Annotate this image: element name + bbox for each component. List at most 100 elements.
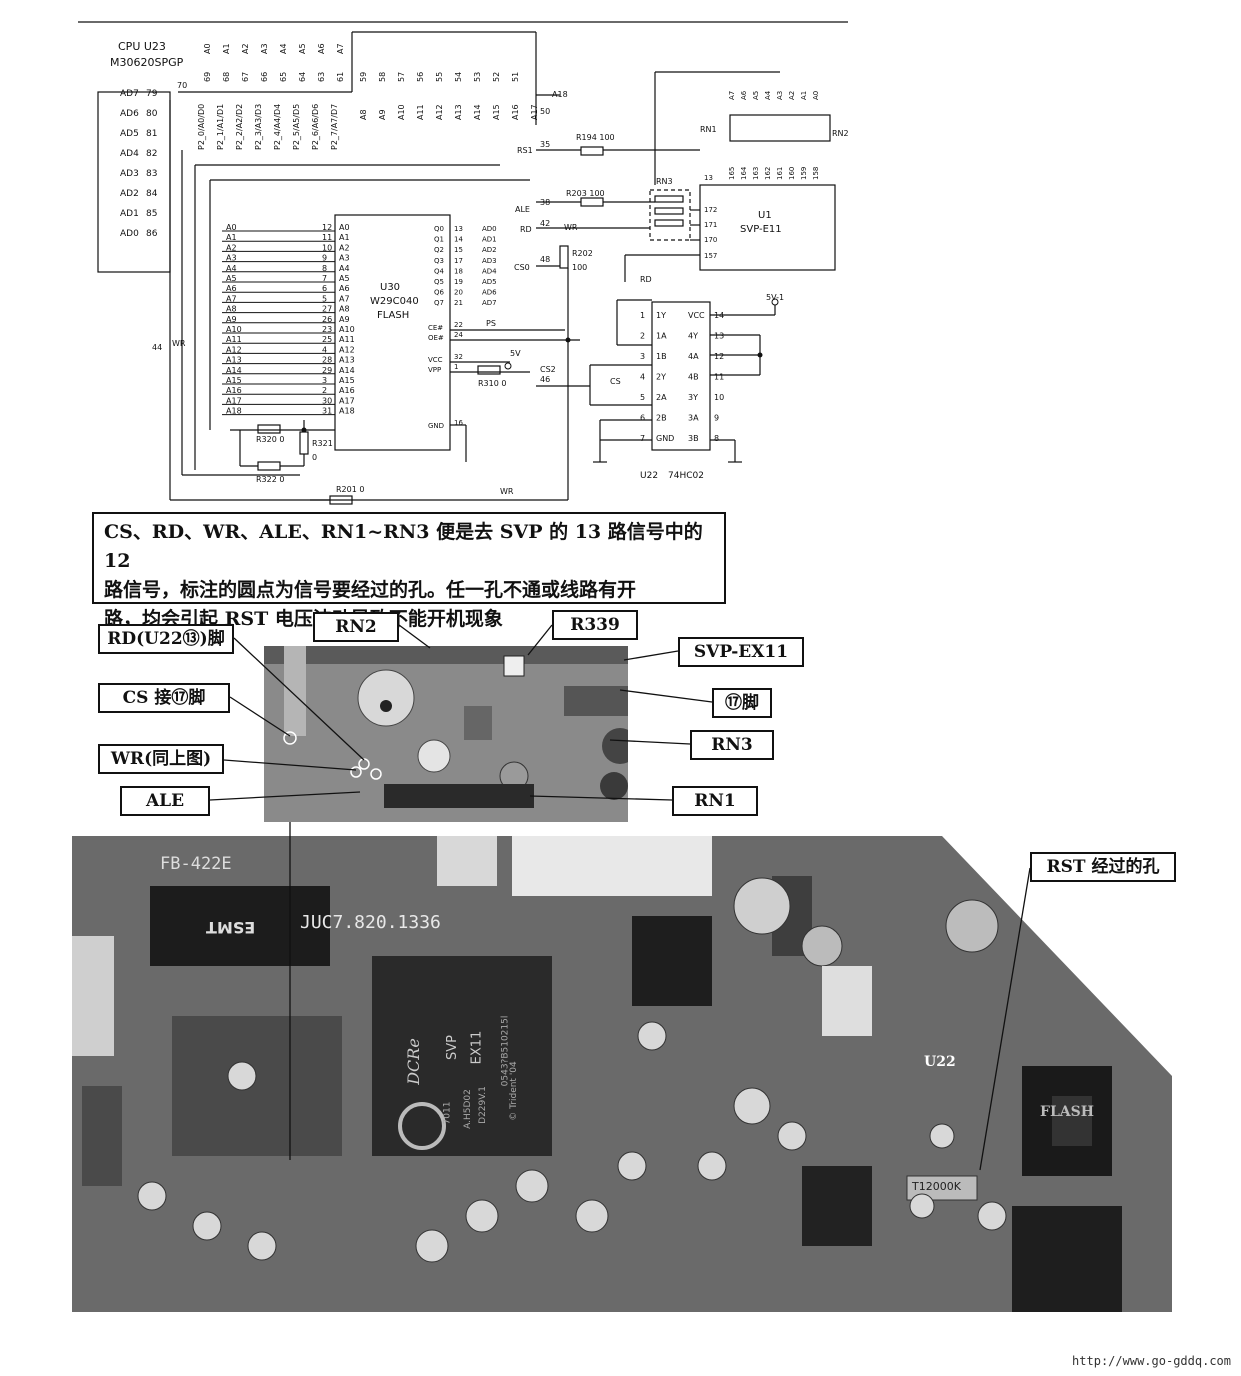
- u22-right-pin: 10: [714, 393, 724, 402]
- main-board-photo: FB-422E JUC7.820.1336 ESMT DCRe SVP EX11…: [72, 836, 1180, 1312]
- wr-net-bottom: WR: [500, 487, 514, 496]
- u1-top-pin: 159: [800, 167, 808, 180]
- u30-pin-number: 7: [322, 274, 327, 283]
- u22-right-name: 4A: [688, 352, 699, 361]
- cpu-port2-name: P2_7/A7/D7: [330, 104, 339, 150]
- svp-chip-code-1: 7011: [442, 1101, 453, 1125]
- u30-bus-addr: A11: [226, 335, 242, 344]
- ale-pin: 38: [540, 198, 550, 207]
- wr-pin: 44: [152, 343, 162, 352]
- flash-photo-label: FLASH: [1040, 1104, 1094, 1120]
- u22-right-pin: 14: [714, 311, 724, 320]
- u30-ctrl-name: OE#: [428, 334, 444, 342]
- u22-left-pin: 2: [640, 332, 645, 341]
- u30-ctrl-name: VCC: [428, 356, 443, 364]
- u30-q-name: Q7: [434, 299, 444, 307]
- cs0-pin: 48: [540, 255, 550, 264]
- cpu-port2-first-pin: 70: [177, 81, 187, 90]
- cpu-ad-label: AD2: [120, 189, 139, 199]
- cpu-port2-name: P2_4/A4/D4: [273, 104, 282, 150]
- u30-bus-addr: A1: [226, 233, 237, 242]
- note-line-2: 路信号，标注的圆点为信号要经过的孔。任一孔不通或线路有开: [104, 579, 637, 601]
- u1-top-pin: 162: [764, 167, 772, 180]
- u30-bus-addr: A8: [226, 305, 237, 314]
- u30-ctrl-name: GND: [428, 422, 444, 430]
- u30-pin-name: A4: [339, 264, 350, 273]
- u30-bus-addr: A14: [226, 366, 242, 375]
- u1-top-addr: A3: [776, 91, 784, 100]
- cpu-ad-label: AD3: [120, 169, 139, 179]
- cpu-high-addr: A15: [492, 104, 501, 120]
- svp-chip-line-2: EX11: [469, 1030, 485, 1065]
- rs1-pin: 35: [540, 140, 550, 149]
- cpu-high-pin: 55: [435, 72, 444, 82]
- u30-ctrl-pin: 16: [454, 419, 463, 427]
- u1-top-addr: A0: [812, 91, 820, 100]
- r310: R310 0: [478, 379, 506, 388]
- cpu-port2-name: P2_2/A2/D2: [235, 104, 244, 150]
- u30-bus-addr: A4: [226, 264, 237, 273]
- cpu-port2-addr: A5: [298, 43, 307, 54]
- cs2-pin: 46: [540, 375, 550, 384]
- rn3-photo-label: RN3: [690, 730, 774, 760]
- r320: R320 0: [256, 435, 284, 444]
- u30-pin-name: A11: [339, 335, 355, 344]
- u22-right-name: VCC: [688, 311, 705, 320]
- cpu-port2-name: P2_0/A0/D0: [197, 104, 206, 150]
- cpu-high-addr: A11: [416, 104, 425, 120]
- board-closeup-photo: [264, 646, 628, 822]
- cpu-port2-name: P2_5/A5/D5: [292, 104, 301, 150]
- u30-bus-addr: A2: [226, 243, 237, 252]
- u30-part: W29C040: [370, 296, 419, 307]
- cpu-port2-addr: A1: [222, 43, 231, 54]
- ale-pin-label: ALE: [120, 786, 210, 816]
- pin157-label: ⑰脚: [712, 688, 772, 718]
- u22-left-pin: 6: [640, 414, 645, 423]
- cpu-port2-pin: 66: [260, 72, 269, 82]
- cpu-ad-pin: 81: [146, 129, 157, 139]
- cpu-name: CPU U23: [118, 40, 166, 53]
- cpu-ad-label: AD1: [120, 209, 139, 219]
- u30-q-pin: 14: [454, 236, 463, 244]
- cpu-high-addr: A13: [454, 104, 463, 120]
- u22-right-name: 4B: [688, 373, 699, 382]
- ale-label: ALE: [515, 205, 530, 214]
- u30-bus-addr: A0: [226, 223, 237, 232]
- cpu-port2-pin: 64: [298, 72, 307, 82]
- u30-ctrl-name: CE#: [428, 324, 443, 332]
- rd-label: RD: [520, 225, 532, 234]
- u1-top-pin: 160: [788, 167, 796, 180]
- cpu-port2-pin: 67: [241, 72, 250, 82]
- cpu-high-addr: A16: [511, 104, 520, 120]
- wr-label: WR: [172, 339, 186, 348]
- cpu-high-addr: A9: [378, 109, 387, 120]
- u30-pin-name: A0: [339, 223, 350, 232]
- u30-pin-number: 23: [322, 325, 332, 334]
- u30-bus-addr: A18: [226, 407, 242, 416]
- u30-pin-name: A13: [339, 356, 355, 365]
- cpu-port2-name: P2_3/A3/D3: [254, 104, 263, 150]
- svp-ex11-label: SVP-EX11: [678, 637, 804, 667]
- u22-left-pin: 3: [640, 352, 645, 361]
- rd-pin: 42: [540, 219, 550, 228]
- u22-left-name: GND: [656, 434, 674, 443]
- cpu-ad-label: AD6: [120, 109, 139, 119]
- a18-pin: 50: [540, 107, 550, 116]
- u22-left-pin: 7: [640, 434, 645, 443]
- cpu-high-pin: 51: [511, 72, 520, 82]
- r201: R201 0: [336, 485, 364, 494]
- u30-q-ad: AD3: [482, 257, 497, 265]
- rd-pin-label: RD(U22⑬)脚: [98, 624, 234, 654]
- u1-top-pin: 161: [776, 167, 784, 180]
- u22-part: 74HC02: [668, 471, 704, 481]
- u22-left-name: 1B: [656, 352, 667, 361]
- esmt-chip-label: ESMT: [206, 918, 256, 937]
- u30-pin-number: 6: [322, 284, 327, 293]
- cpu-high-pin: 56: [416, 72, 425, 82]
- u30-bus-addr: A10: [226, 325, 242, 334]
- r321-val: 0: [312, 453, 317, 462]
- cpu-ad-pin: 83: [146, 169, 157, 179]
- u1-top-addr: A2: [788, 91, 796, 100]
- u30-ctrl-name: VPP: [428, 366, 441, 374]
- wr-net-rn3: WR: [564, 223, 578, 232]
